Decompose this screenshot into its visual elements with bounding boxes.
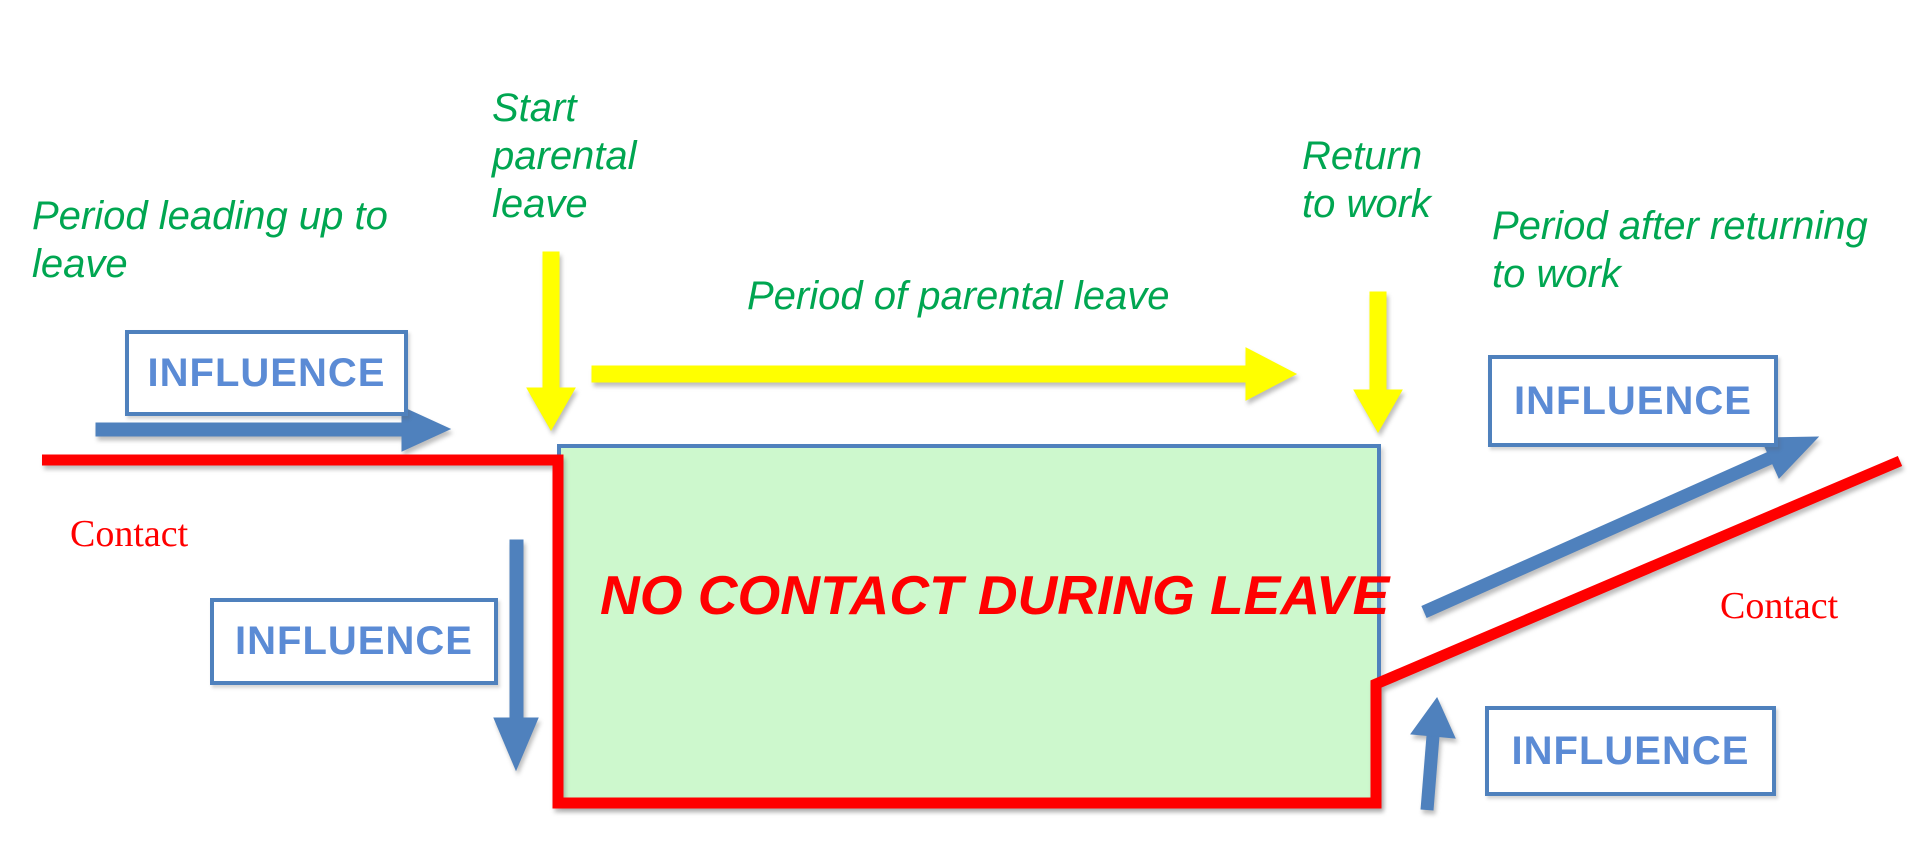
blue-arrow-influence-after-icon: [1410, 697, 1456, 811]
influence-box-before: INFLUENCE: [125, 330, 408, 416]
label-period-before-leave: Period leading up to leave: [32, 194, 388, 286]
no-contact-during-leave-text: NO CONTACT DURING LEAVE: [600, 564, 1390, 626]
yellow-arrow-return-icon: [1353, 291, 1403, 434]
yellow-arrow-start-leave-icon: [526, 251, 576, 432]
label-period-after-return: Period after returning to work: [1492, 204, 1868, 296]
blue-arrow-influence-start-icon: [493, 539, 539, 772]
influence-box-before-label: INFLUENCE: [147, 350, 386, 395]
yellow-arrow-leave-period-icon: [591, 347, 1298, 401]
contact-label-left: Contact: [70, 513, 189, 555]
label-start-parental-leave: Start parental leave: [492, 86, 637, 226]
influence-box-return-label: INFLUENCE: [1514, 378, 1752, 423]
influence-box-after: INFLUENCE: [1485, 706, 1776, 796]
label-period-of-leave: Period of parental leave: [747, 274, 1170, 318]
influence-box-return: INFLUENCE: [1488, 355, 1778, 447]
influence-box-start-label: INFLUENCE: [235, 619, 473, 663]
label-return-to-work: Return to work: [1302, 134, 1431, 226]
contact-label-right: Contact: [1720, 585, 1839, 627]
influence-box-start: INFLUENCE: [210, 598, 498, 685]
influence-box-after-label: INFLUENCE: [1511, 728, 1750, 773]
